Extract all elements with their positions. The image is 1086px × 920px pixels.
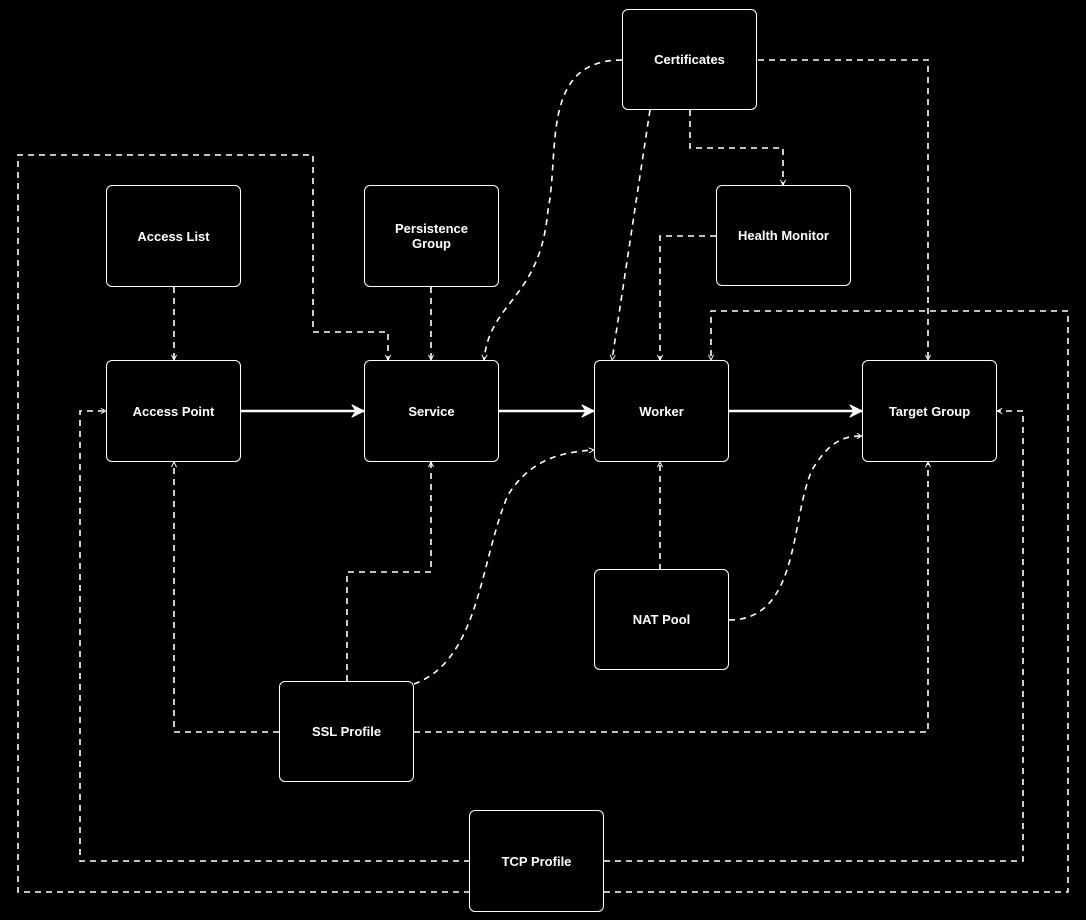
node-certificates[interactable]: Certificates <box>622 9 757 110</box>
node-persistence-group[interactable]: Persistence Group <box>364 185 499 287</box>
node-access-list[interactable]: Access List <box>106 185 241 287</box>
edge-tcp-profile-to-service <box>17 154 470 893</box>
node-certificates-label: Certificates <box>654 52 725 67</box>
node-service[interactable]: Service <box>364 360 499 462</box>
node-access-point[interactable]: Access Point <box>106 360 241 462</box>
edge-ssl-profile-to-service <box>346 461 434 681</box>
edge-ssl-profile-to-worker <box>413 447 595 685</box>
node-health-monitor[interactable]: Health Monitor <box>716 185 851 286</box>
node-ssl-profile-label: SSL Profile <box>311 724 382 739</box>
edge-tcp-profile-to-access-point <box>79 408 470 862</box>
node-target-group[interactable]: Target Group <box>862 360 997 462</box>
edge-certificates-to-target-group <box>758 59 931 361</box>
node-tcp-profile[interactable]: TCP Profile <box>469 810 604 912</box>
edge-certificates-to-worker <box>609 109 651 361</box>
edge-tcp-profile-to-target-group <box>604 408 1024 862</box>
node-nat-pool-label: NAT Pool <box>632 612 691 627</box>
node-access-point-label: Access Point <box>132 403 215 419</box>
node-worker-label: Worker <box>639 403 684 419</box>
node-target-group-label: Target Group <box>888 403 971 419</box>
edge-health-monitor-to-worker <box>657 235 716 361</box>
node-service-label: Service <box>408 403 455 419</box>
edge-certificates-to-health-monitor <box>689 110 786 186</box>
node-health-monitor-label: Health Monitor <box>738 228 829 243</box>
node-tcp-profile-label: TCP Profile <box>501 853 572 869</box>
edge-ssl-profile-to-access-point <box>171 461 279 733</box>
node-ssl-profile[interactable]: SSL Profile <box>279 681 414 782</box>
edge-certificates-to-service <box>481 59 623 361</box>
node-nat-pool[interactable]: NAT Pool <box>594 569 729 670</box>
node-access-list-label: Access List <box>137 228 210 244</box>
edge-tcp-profile-to-worker <box>604 310 1069 893</box>
node-persistence-group-label: Persistence Group <box>395 221 468 251</box>
edge-nat-pool-to-target-group <box>728 433 863 621</box>
edge-ssl-profile-to-target-group <box>414 461 931 733</box>
node-worker[interactable]: Worker <box>594 360 729 462</box>
